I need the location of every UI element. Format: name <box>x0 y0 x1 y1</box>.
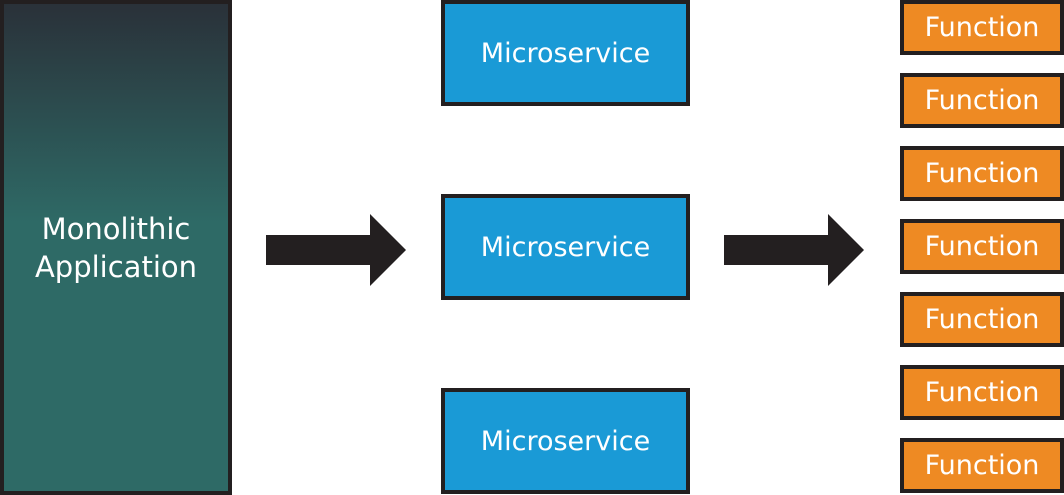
microservice-label: Microservice <box>480 37 651 69</box>
microservice-box: Microservice <box>441 0 690 106</box>
function-box: Function <box>900 73 1064 128</box>
function-box: Function <box>900 0 1064 55</box>
function-box: Function <box>900 219 1064 274</box>
microservice-box: Microservice <box>441 388 690 494</box>
function-label: Function <box>924 377 1040 408</box>
function-box: Function <box>900 438 1064 493</box>
microservice-box: Microservice <box>441 194 690 300</box>
right-arrow-icon <box>266 214 406 286</box>
right-arrow-icon <box>724 214 864 286</box>
function-label: Function <box>924 231 1040 262</box>
function-box: Function <box>900 292 1064 347</box>
function-label: Function <box>924 304 1040 335</box>
function-label: Function <box>924 158 1040 189</box>
microservice-label: Microservice <box>480 231 651 263</box>
function-box: Function <box>900 365 1064 420</box>
monolithic-application-label: Monolithic Application <box>34 211 198 284</box>
function-box: Function <box>900 146 1064 201</box>
function-label: Function <box>924 450 1040 481</box>
function-label: Function <box>924 12 1040 43</box>
monolithic-application-box: Monolithic Application <box>0 0 232 495</box>
microservice-label: Microservice <box>480 425 651 457</box>
function-label: Function <box>924 85 1040 116</box>
